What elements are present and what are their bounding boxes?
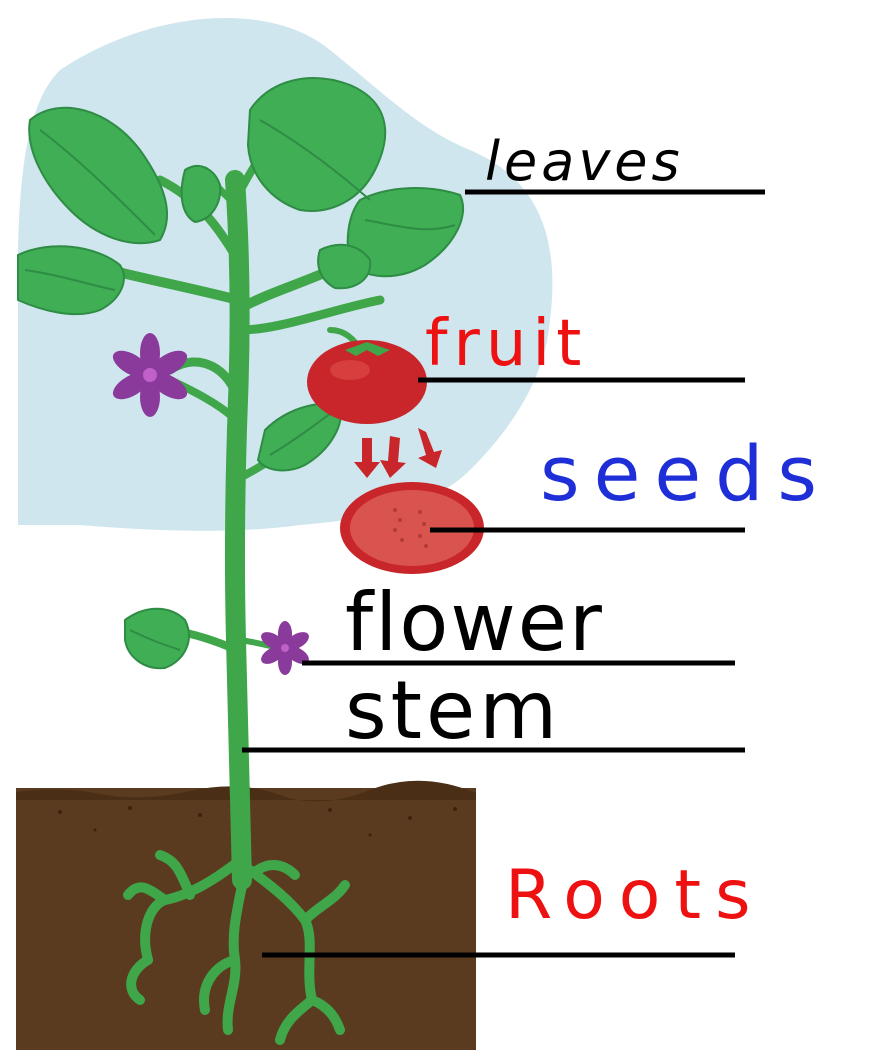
leaf: [125, 609, 189, 668]
label-flower: flower: [345, 576, 604, 669]
tomato-fruit: [307, 340, 427, 424]
leaf: [318, 245, 370, 288]
label-seeds: seeds: [540, 429, 831, 518]
label-stem: stem: [345, 664, 561, 757]
label-fruit: fruit: [425, 307, 587, 381]
label-leaves: leaves: [485, 130, 684, 193]
label-roots: Roots: [505, 856, 765, 935]
